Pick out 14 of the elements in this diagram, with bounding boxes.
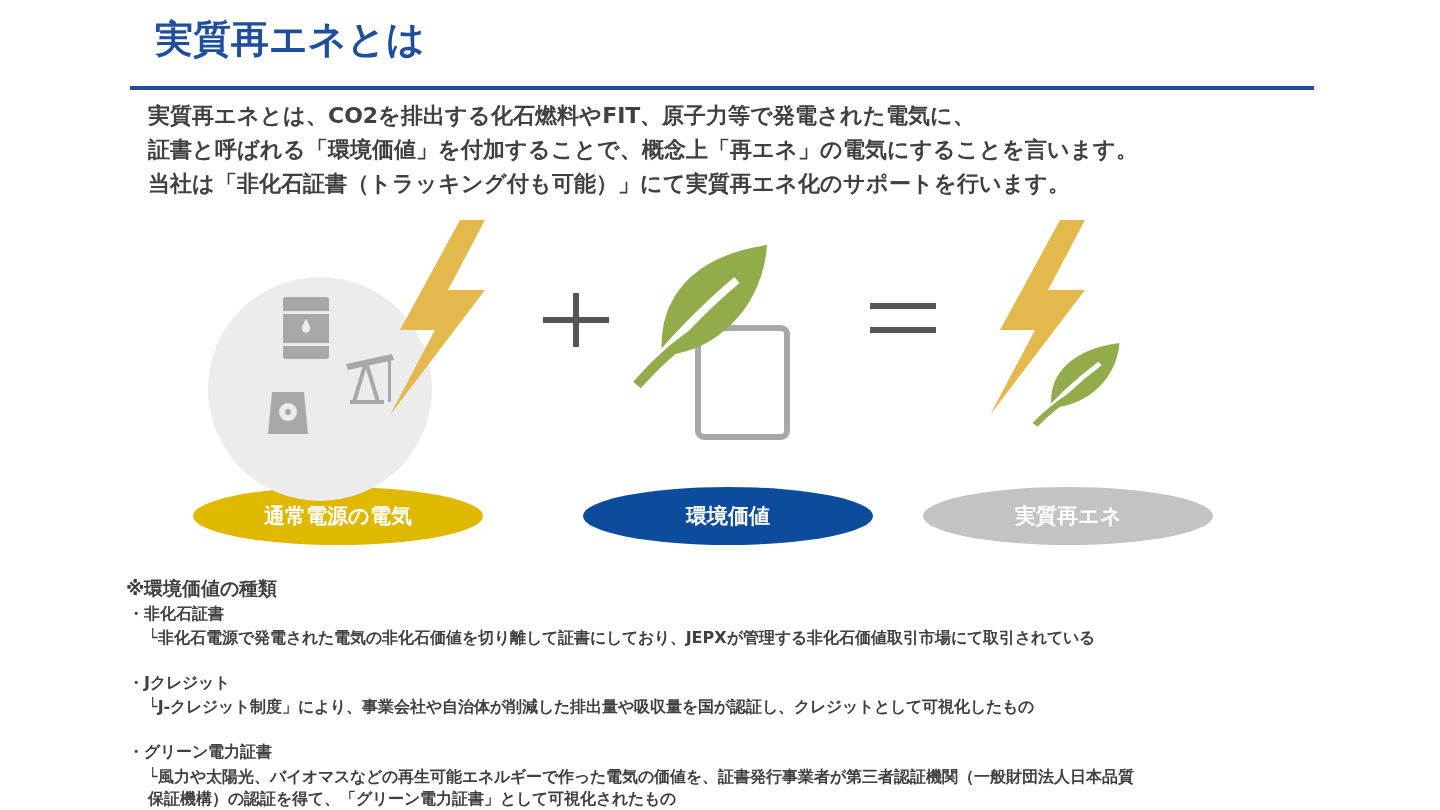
ellipse-label: 通常電源の電気 [264,503,412,530]
list-description: └非化石電源で発電された電気の非化石価値を切り離して証書にしており、JEPXが管理する非化石価値取引市場にて取引されている [148,628,1095,649]
list-description: └J-クレジット制度」により、事業会社や自治体が削減した排出量や吸収量を国が認証し、クレジットとして可視化したもの [148,697,1035,718]
list-item: ・グリーン電力証書 [128,742,272,763]
intro-text: 証書と呼ばれる「環境価値」を付加することで、概念上「再エネ」の電気にすることを言います。 [148,136,1138,164]
list-item: ・Jクレジット [128,673,230,694]
ellipse-label: 実質再エネ [1014,503,1122,530]
intro-text: 当社は「非化石証書（トラッキング付も可能）」にて実質再エネ化のサポートを行います。 [148,170,1070,198]
list-description: └風力や太陽光、バイオマスなどの再生可能エネルギーで作った電気の価値を、証書発行事業者が第三者認証機関（一般財団法人日本品質保証機構）の認証を得て、「グリーン電力証書」として可視化されたもの [148,766,1135,810]
intro-text: 実質再エネとは、CO2を排出する化石燃料やFIT、原子力等で発電された電気に、 [148,102,976,130]
section-heading: ※環境価値の種類 [126,576,278,601]
slide-title: 実質再エネとは [155,16,425,63]
list-item: ・非化石証書 [128,604,224,625]
ellipse-label: 環境価値 [686,503,770,530]
